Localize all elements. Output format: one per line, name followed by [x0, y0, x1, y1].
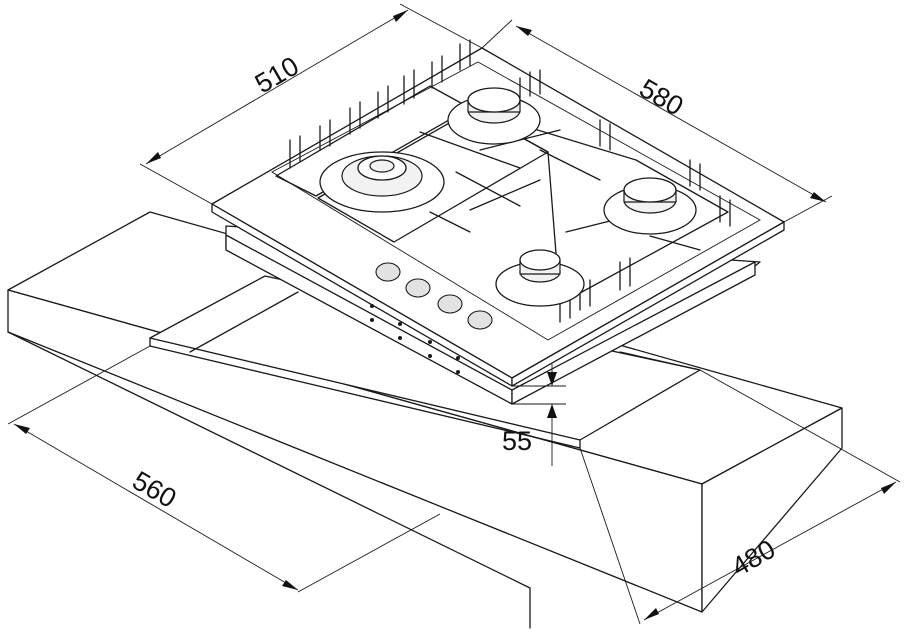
control-knobs: [375, 262, 493, 330]
knob-2: [405, 278, 431, 298]
dimension-label-580: 580: [634, 73, 688, 122]
knob-4: [467, 310, 493, 330]
countertop-side-face: [701, 407, 843, 613]
hob-top-plate-side-edge: [511, 221, 785, 387]
burner-right: [603, 177, 697, 235]
hob-housing-side: [511, 261, 756, 405]
dimension-label-510: 510: [250, 51, 304, 100]
burner-wok: [319, 151, 445, 213]
housing-rivets: [370, 304, 460, 374]
knob-3: [437, 294, 463, 314]
burner-rear: [447, 87, 541, 145]
countertop-cutout: [149, 275, 701, 449]
dimension-height: 55: [502, 364, 566, 466]
dimension-label-55: 55: [502, 426, 532, 456]
hob-body: [211, 39, 785, 405]
knob-1: [375, 262, 401, 282]
dimension-label-560: 560: [127, 465, 181, 514]
burner-front: [495, 249, 585, 307]
